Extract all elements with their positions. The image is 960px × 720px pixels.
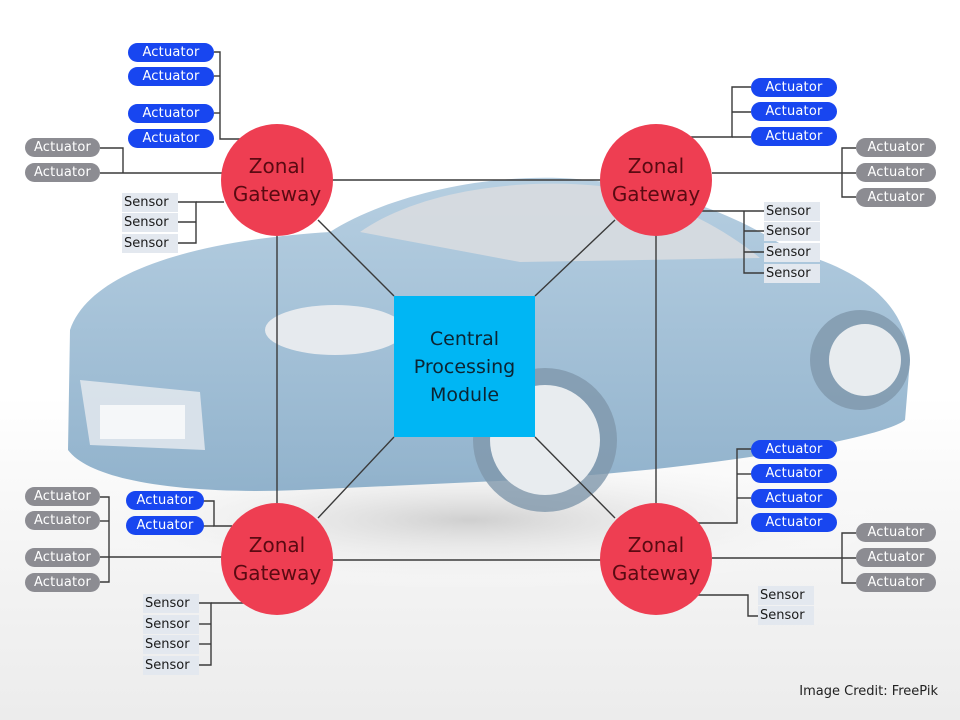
sensor-node: Sensor [764, 202, 820, 221]
actuator-node: Actuator [128, 129, 214, 148]
cpm-label: Module [429, 383, 500, 406]
zonal-gateway-label: Gateway [611, 561, 701, 585]
sensor-node: Sensor [143, 615, 199, 634]
zonal-gateway-rear-right: Zonal Gateway [600, 503, 712, 615]
actuator-node-secondary: Actuator [25, 548, 100, 567]
image-credit: Image Credit: FreePik [799, 684, 938, 699]
zonal-gateway-rear-left: Zonal Gateway [221, 503, 333, 615]
actuator-node-secondary: Actuator [25, 138, 100, 157]
actuator-node: Actuator [751, 440, 837, 459]
zonal-gateway-label: Zonal [248, 154, 306, 178]
zonal-gateway-label: Gateway [232, 561, 322, 585]
central-processing-module: Central Processing Module [394, 296, 535, 437]
sensor-node: Sensor [764, 264, 820, 283]
zonal-gateway-label: Zonal [248, 533, 306, 557]
zonal-gateway-label: Zonal [627, 154, 685, 178]
actuator-node: Actuator [128, 104, 214, 123]
actuator-node: Actuator [126, 491, 204, 510]
actuator-node: Actuator [126, 516, 204, 535]
zonal-gateway-front-left: Zonal Gateway [221, 124, 333, 236]
sensor-node: Sensor [143, 656, 199, 675]
cpm-label: Processing [413, 355, 516, 378]
actuator-node: Actuator [128, 67, 214, 86]
sensor-node: Sensor [758, 606, 814, 625]
sensor-node: Sensor [122, 213, 178, 232]
sensor-node: Sensor [122, 234, 178, 253]
actuator-node: Actuator [751, 489, 837, 508]
actuator-node-secondary: Actuator [25, 573, 100, 592]
sensor-node: Sensor [122, 193, 178, 212]
actuator-node: Actuator [751, 127, 837, 146]
sensor-node: Sensor [764, 222, 820, 241]
sensor-node: Sensor [764, 243, 820, 262]
actuator-node-secondary: Actuator [856, 188, 936, 207]
zonal-gateway-label: Zonal [627, 533, 685, 557]
zonal-gateway-label: Gateway [232, 182, 322, 206]
sensor-node: Sensor [143, 635, 199, 654]
actuator-node-secondary: Actuator [25, 163, 100, 182]
actuator-node: Actuator [751, 513, 837, 532]
actuator-node-secondary: Actuator [856, 163, 936, 182]
zonal-gateway-label: Gateway [611, 182, 701, 206]
actuator-node: Actuator [751, 464, 837, 483]
actuator-node-secondary: Actuator [856, 523, 936, 542]
zonal-gateway-front-right: Zonal Gateway [600, 124, 712, 236]
sensor-node: Sensor [143, 594, 199, 613]
actuator-node: Actuator [751, 78, 837, 97]
actuator-node: Actuator [128, 43, 214, 62]
actuator-node-secondary: Actuator [856, 138, 936, 157]
actuator-node: Actuator [751, 102, 837, 121]
cpm-label: Central [429, 327, 500, 350]
actuator-node-secondary: Actuator [856, 548, 936, 567]
actuator-node-secondary: Actuator [25, 511, 100, 530]
sensor-node: Sensor [758, 586, 814, 605]
actuator-node-secondary: Actuator [856, 573, 936, 592]
actuator-node-secondary: Actuator [25, 487, 100, 506]
